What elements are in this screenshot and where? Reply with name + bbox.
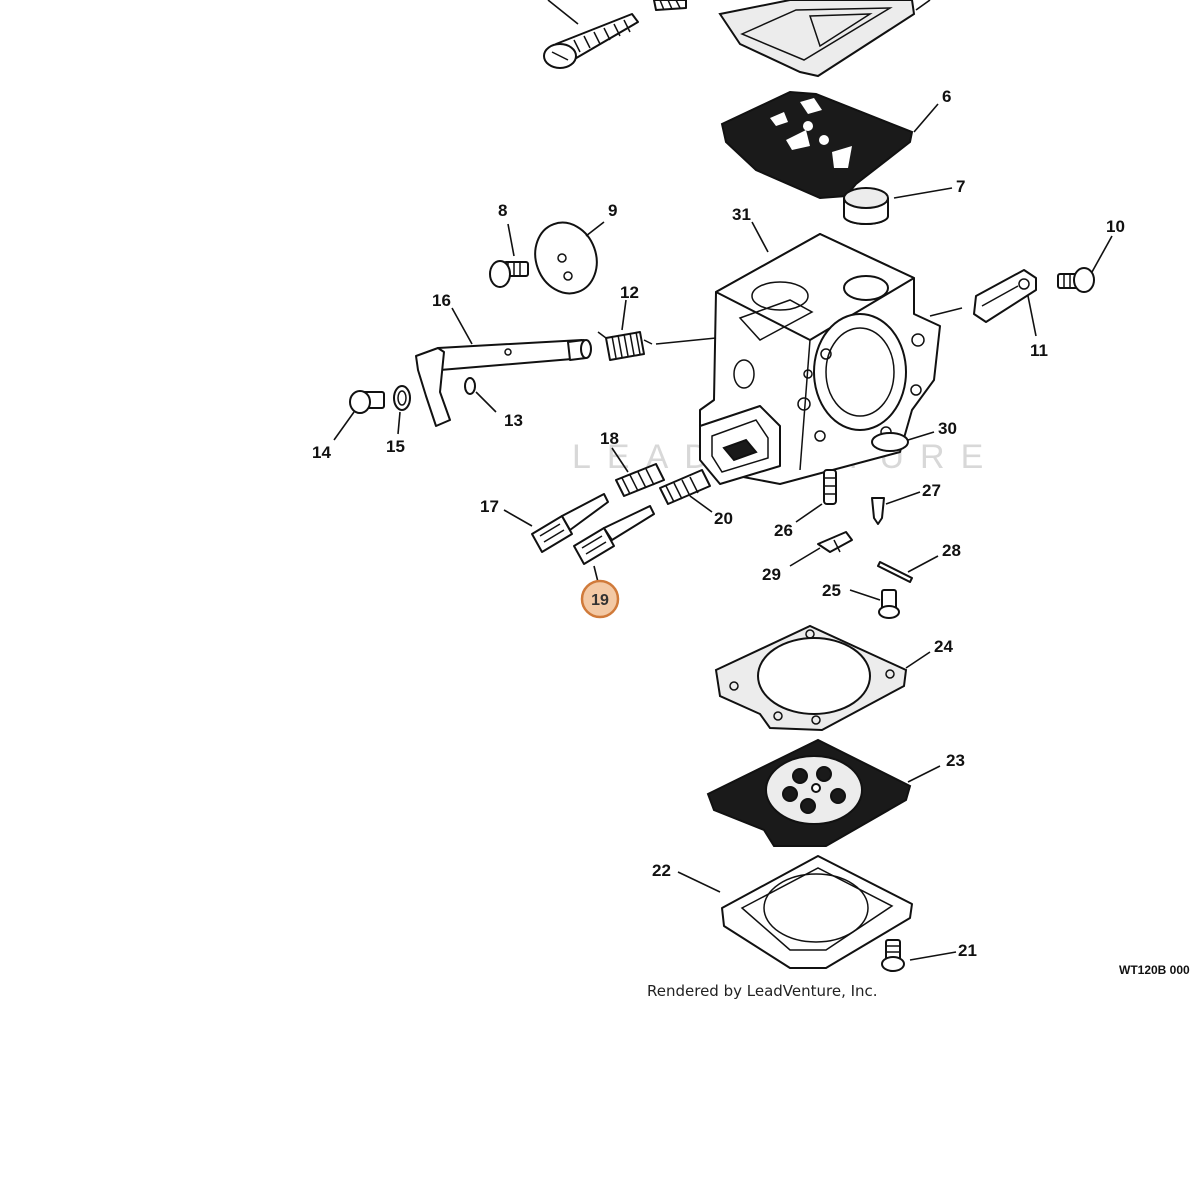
callout-18[interactable]: 18 xyxy=(600,429,619,448)
callout-9[interactable]: 9 xyxy=(608,201,617,220)
part-14-screw xyxy=(349,390,385,414)
part-26-jet xyxy=(823,469,837,505)
part-19-needle-screw xyxy=(573,505,655,565)
part-28-pin xyxy=(877,561,913,583)
callout-7[interactable]: 7 xyxy=(956,177,965,196)
callout-10[interactable]: 10 xyxy=(1106,217,1125,236)
callout-16[interactable]: 16 xyxy=(432,291,451,310)
callout-19-highlight-circle[interactable] xyxy=(580,579,620,619)
part-11-lever xyxy=(973,269,1037,323)
part-22-cover xyxy=(721,855,913,969)
part-17-needle-screw xyxy=(531,493,609,553)
callout-22[interactable]: 22 xyxy=(652,861,671,880)
part-cover-gasket xyxy=(718,0,931,78)
part-31-carburetor-body xyxy=(699,233,941,485)
part-10-screw xyxy=(1057,267,1095,293)
callout-21[interactable]: 21 xyxy=(958,941,977,960)
part-15-washer xyxy=(393,385,411,411)
part-21-screw xyxy=(881,939,905,972)
part-20-spring xyxy=(659,469,711,505)
diagram-code: WT120B 000 xyxy=(1119,963,1190,977)
part-6-gasket xyxy=(720,90,914,200)
part-24-gasket xyxy=(714,624,908,732)
callout-15[interactable]: 15 xyxy=(386,437,405,456)
callout-24[interactable]: 24 xyxy=(934,637,953,656)
part-29-lever xyxy=(817,531,853,553)
callout-28[interactable]: 28 xyxy=(942,541,961,560)
part-8-screw xyxy=(489,260,529,288)
part-27-needle xyxy=(871,497,885,525)
part-spring-top xyxy=(653,0,687,11)
part-16-throttle-shaft xyxy=(415,339,592,427)
render-credit: Rendered by LeadVenture, Inc. xyxy=(647,982,878,1000)
part-23-diaphragm xyxy=(706,738,912,847)
part-9-plate xyxy=(534,221,598,295)
callout-27[interactable]: 27 xyxy=(922,481,941,500)
callout-29[interactable]: 29 xyxy=(762,565,781,584)
callout-19-highlighted[interactable]: 19 xyxy=(580,579,620,619)
callout-13[interactable]: 13 xyxy=(504,411,523,430)
callout-20[interactable]: 20 xyxy=(714,509,733,528)
leader-lines xyxy=(333,103,1113,961)
part-30-o-ring xyxy=(871,432,909,452)
callout-17[interactable]: 17 xyxy=(480,497,499,516)
callout-23[interactable]: 23 xyxy=(946,751,965,770)
callout-6[interactable]: 6 xyxy=(942,87,951,106)
part-13-clip xyxy=(464,377,476,395)
callout-11[interactable]: 11 xyxy=(1030,341,1048,360)
callout-31[interactable]: 31 xyxy=(732,205,751,224)
callout-19[interactable]: 19 xyxy=(591,592,609,609)
part-25-screw xyxy=(878,589,900,619)
callout-30[interactable]: 30 xyxy=(938,419,957,438)
callout-labels: 6 7 8 9 10 11 12 13 14 15 16 17 18 19 20… xyxy=(312,87,1125,960)
callout-14[interactable]: 14 xyxy=(312,443,331,462)
part-18-spring xyxy=(615,463,665,497)
callout-12[interactable]: 12 xyxy=(620,283,639,302)
callout-8[interactable]: 8 xyxy=(498,201,507,220)
part-7-filter-screen xyxy=(843,187,889,225)
part-screw-top xyxy=(543,0,639,69)
part-12-spring xyxy=(597,331,653,361)
callout-26[interactable]: 26 xyxy=(774,521,793,540)
callout-25[interactable]: 25 xyxy=(822,581,841,600)
